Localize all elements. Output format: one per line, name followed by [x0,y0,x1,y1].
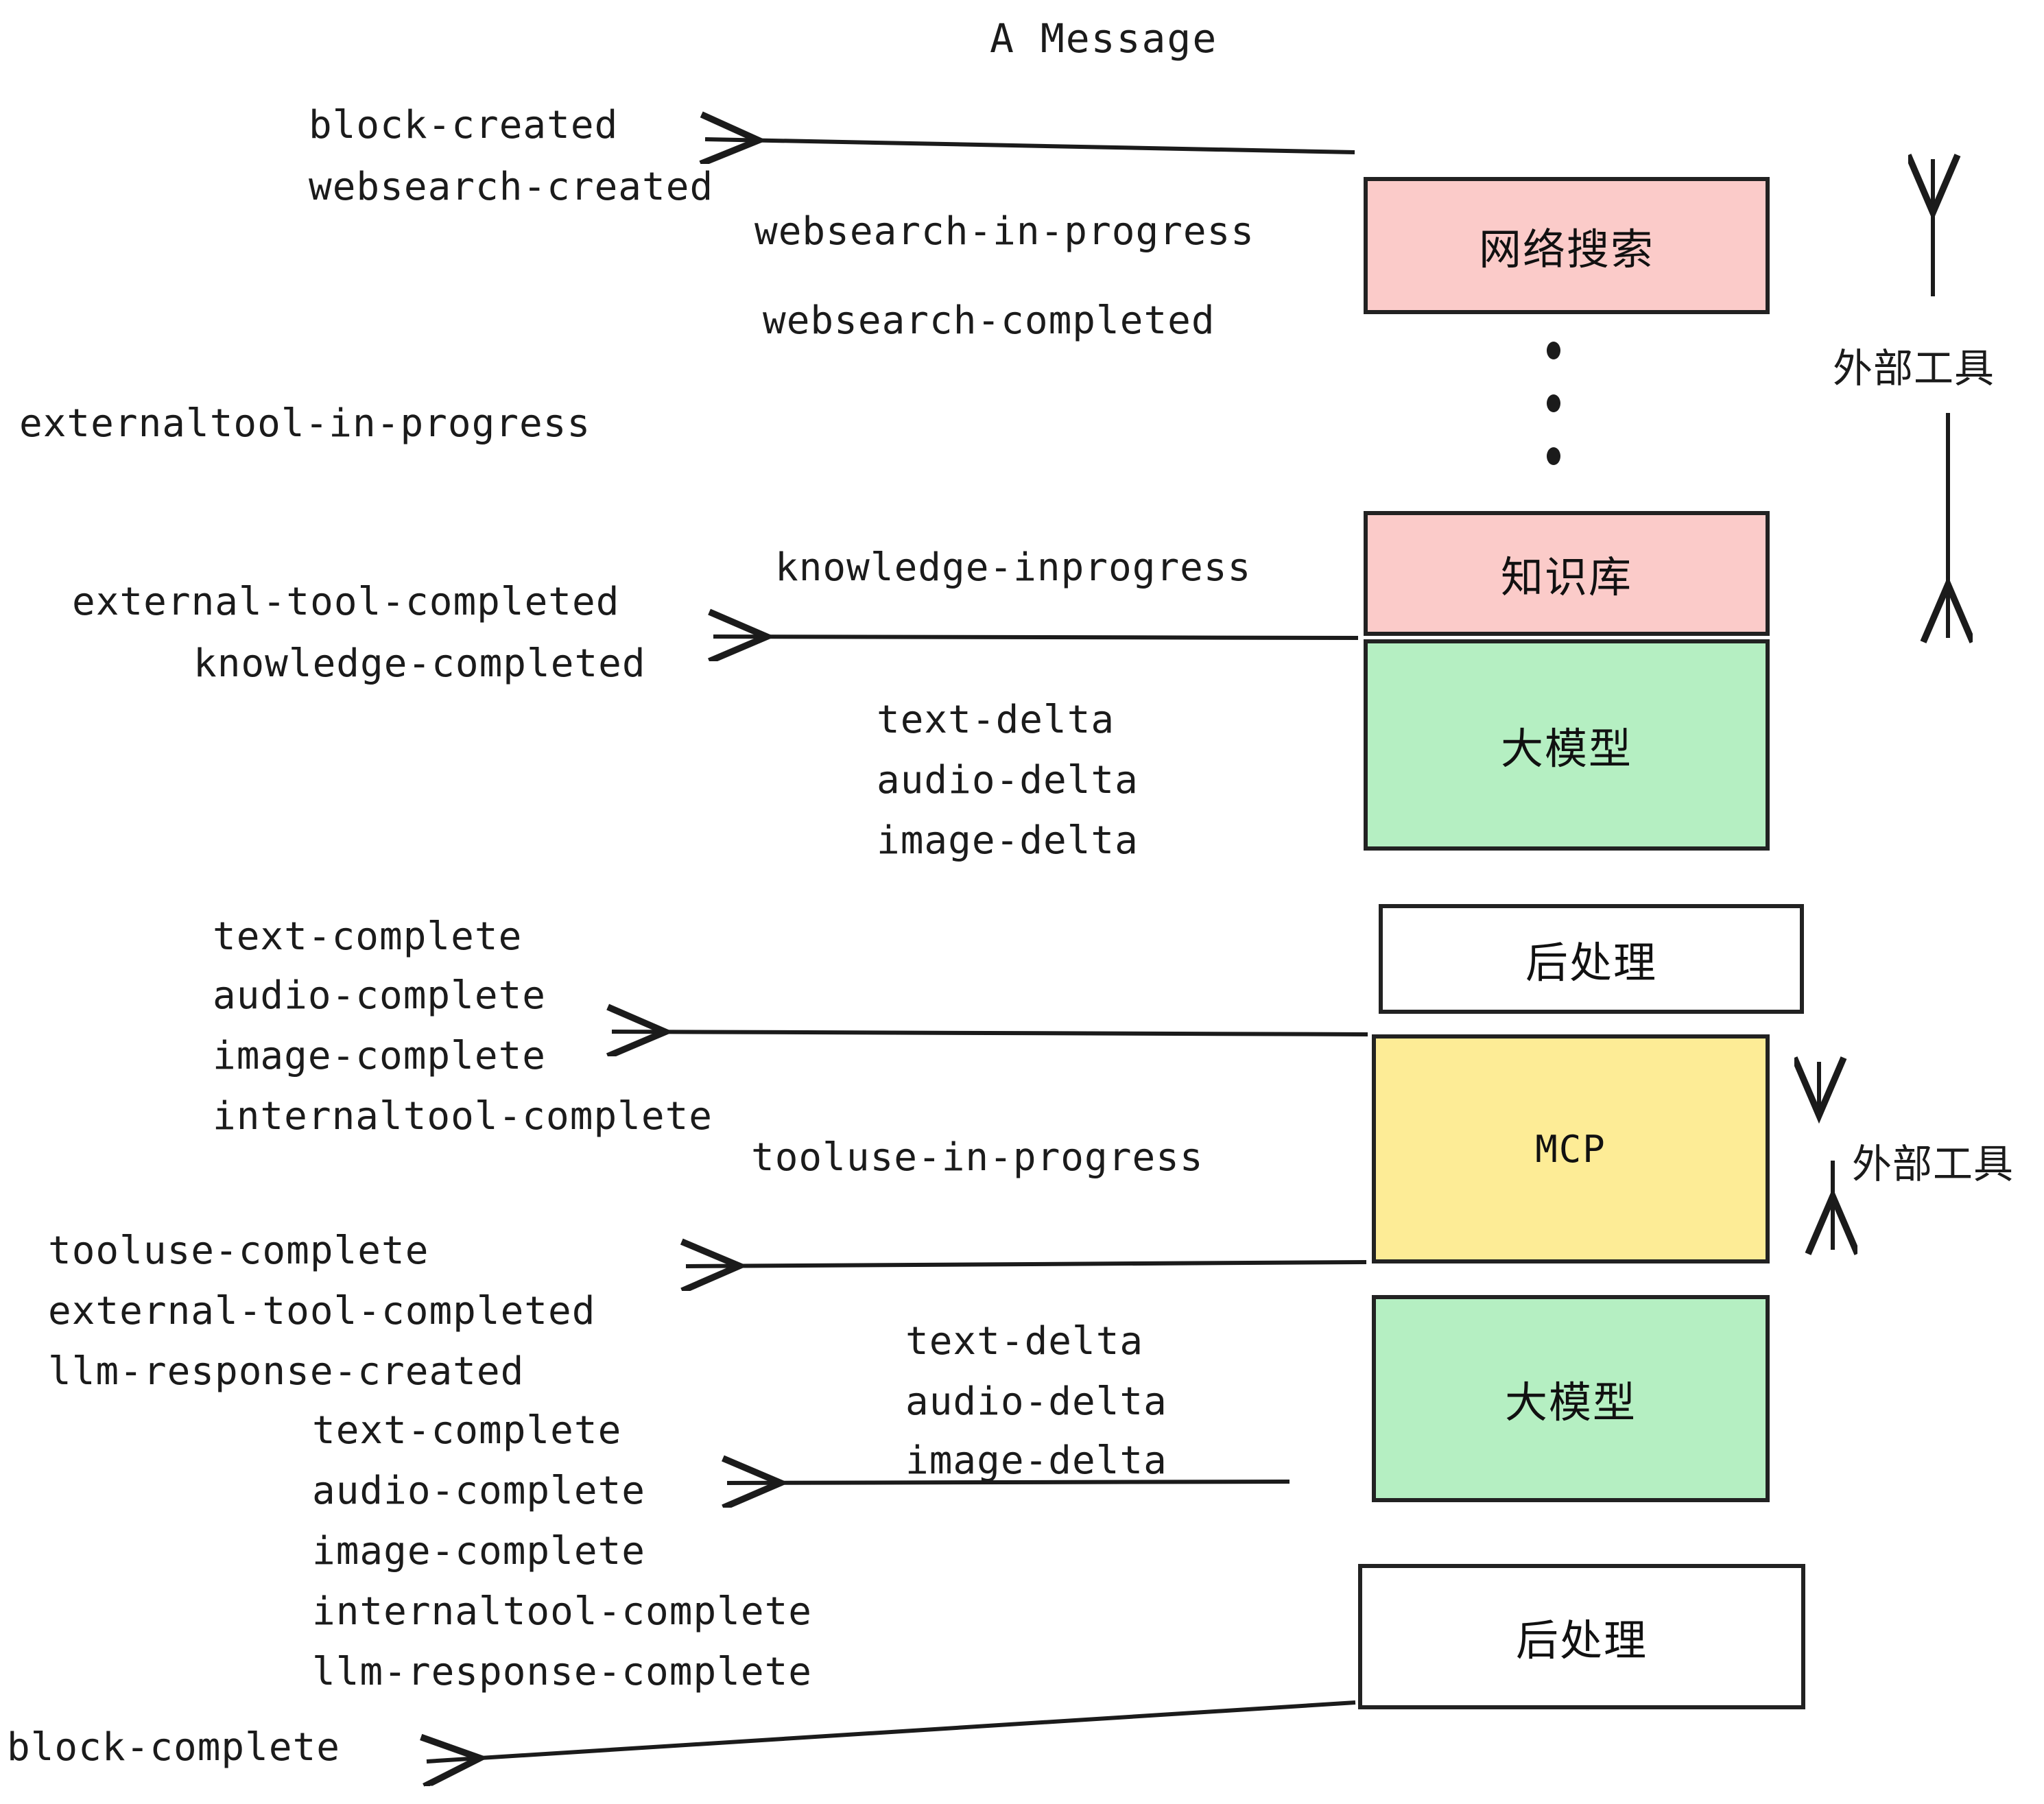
arrow-websearch-to-created [705,139,1355,152]
node-label: 知识库 [1500,552,1632,602]
event-websearch-created: websearch-created [309,165,714,209]
node-label: 后处理 [1515,1615,1648,1665]
event-external-tool-completed-2: external-tool-completed [48,1289,596,1333]
event-llm-response-created: llm-response-created [48,1349,525,1394]
event-block-complete: block-complete [7,1725,341,1770]
event-audio-delta-2: audio-delta [905,1379,1167,1424]
event-image-complete-1: image-complete [213,1034,547,1078]
event-tooluse-complete: tooluse-complete [48,1229,429,1273]
node-label: 后处理 [1525,938,1657,988]
event-llm-response-complete: llm-response-complete [312,1650,813,1694]
label-external-tools-top: 外部工具 [1833,345,1995,392]
event-knowledge-inprogress: knowledge-inprogress [775,545,1252,590]
event-tooluse-in-progress: tooluse-in-progress [751,1135,1204,1180]
node-postprocess-second[interactable]: 后处理 [1358,1564,1805,1709]
node-postprocess-first[interactable]: 后处理 [1379,904,1804,1014]
ellipsis-icon [1547,342,1560,465]
node-llm-second[interactable]: 大模型 [1372,1295,1770,1502]
arrow-postproc1-to-image-complete [612,1032,1368,1034]
event-text-complete-2: text-complete [312,1408,622,1453]
node-label: MCP [1535,1127,1606,1171]
event-websearch-completed: websearch-completed [763,298,1215,343]
event-internaltool-complete-2: internaltool-complete [312,1589,813,1634]
node-mcp[interactable]: MCP [1372,1034,1770,1263]
event-image-delta-1: image-delta [877,818,1139,863]
arrow-postproc2-to-block-complete [427,1700,1356,1761]
node-label: 大模型 [1504,1377,1637,1427]
event-image-complete-2: image-complete [312,1529,646,1574]
event-websearch-in-progress: websearch-in-progress [754,209,1255,254]
event-audio-complete-2: audio-complete [312,1469,646,1513]
arrow-mcp-to-tooluse-complete [686,1262,1367,1266]
event-text-delta-1: text-delta [877,698,1115,742]
event-audio-complete-1: audio-complete [213,973,547,1018]
event-knowledge-completed: knowledge-completed [193,641,646,686]
event-external-tool-completed-1: external-tool-completed [72,580,620,624]
event-externaltool-in-progress: externaltool-in-progress [19,401,591,446]
label-external-tools-bottom: 外部工具 [1852,1141,2015,1187]
arrow-knowledge-to-completed [713,637,1359,638]
event-block-created: block-created [309,103,619,147]
event-text-complete-1: text-complete [213,914,523,959]
node-llm-first[interactable]: 大模型 [1364,639,1770,851]
event-audio-delta-1: audio-delta [877,758,1139,803]
page-title: A Message [990,15,1218,62]
event-text-delta-2: text-delta [905,1319,1144,1364]
node-websearch[interactable]: 网络搜索 [1364,177,1770,314]
event-internaltool-complete-1: internaltool-complete [213,1094,713,1139]
event-image-delta-2: image-delta [905,1438,1167,1483]
node-label: 大模型 [1500,724,1632,774]
node-knowledge-base[interactable]: 知识库 [1364,511,1770,636]
node-label: 网络搜索 [1478,224,1654,274]
